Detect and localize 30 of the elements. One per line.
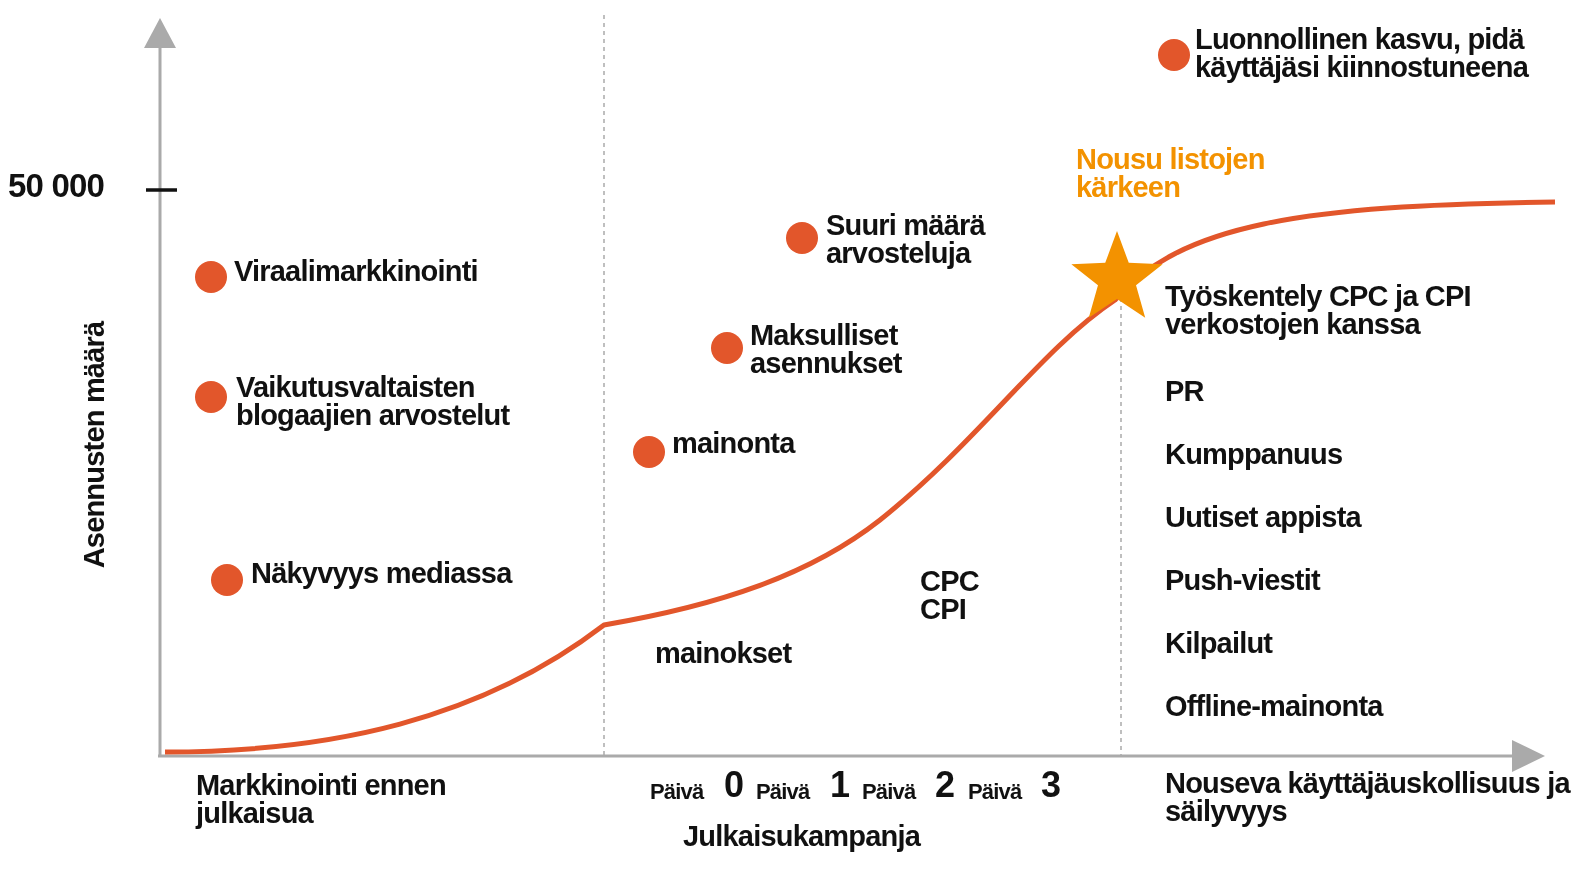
tactic-label: PR — [1165, 378, 1204, 406]
tick-label: 50 000 — [8, 170, 105, 202]
stage-label: Julkaisukampanja — [683, 823, 921, 851]
day-number: 3 — [1041, 768, 1061, 803]
tactic-label: Suuri määrä arvosteluja — [826, 212, 987, 268]
tactic-label: CPC CPI — [920, 568, 980, 624]
tactic-label: Push-viestit — [1165, 567, 1320, 595]
tactic-label: Työskentely CPC ja CPI verkostojen kanssa — [1165, 283, 1472, 339]
tactic-label: Kumppanuus — [1165, 441, 1343, 469]
day-number: 2 — [935, 768, 955, 803]
tactic-label: Maksulliset asennukset — [750, 322, 903, 378]
day-number: 1 — [830, 768, 850, 803]
day-label: Päivä — [862, 782, 916, 803]
tactic-label: Uutiset appista — [1165, 504, 1361, 532]
tactic-label: mainokset — [655, 640, 793, 668]
day-number: 0 — [724, 768, 744, 803]
day-label: Päivä — [968, 782, 1022, 803]
tactic-label: Offline-mainonta — [1165, 693, 1383, 721]
stage-label: Markkinointi ennen julkaisua — [196, 772, 447, 828]
tactic-label: Luonnollinen kasvu, pidä käyttäjäsi kiinnostuneena — [1195, 26, 1530, 82]
tactic-label: Vaikutusvaltaisten blogaajien arvostelut — [236, 374, 511, 430]
day-label: Päivä — [650, 782, 704, 803]
tactic-label: Viraalimarkkinointi — [234, 258, 478, 286]
tactic-label: Näkyvyys mediassa — [251, 560, 512, 588]
day-label: Päivä — [756, 782, 810, 803]
tactic-label: mainonta — [672, 430, 797, 458]
milestone-label: Nousu listojen kärkeen — [1076, 146, 1266, 202]
tactic-label: Kilpailut — [1165, 630, 1273, 658]
stage-label: Nouseva käyttäjäuskollisuus ja säilyvyys — [1165, 770, 1572, 826]
axis-title: Asennusten määrä — [81, 321, 109, 569]
